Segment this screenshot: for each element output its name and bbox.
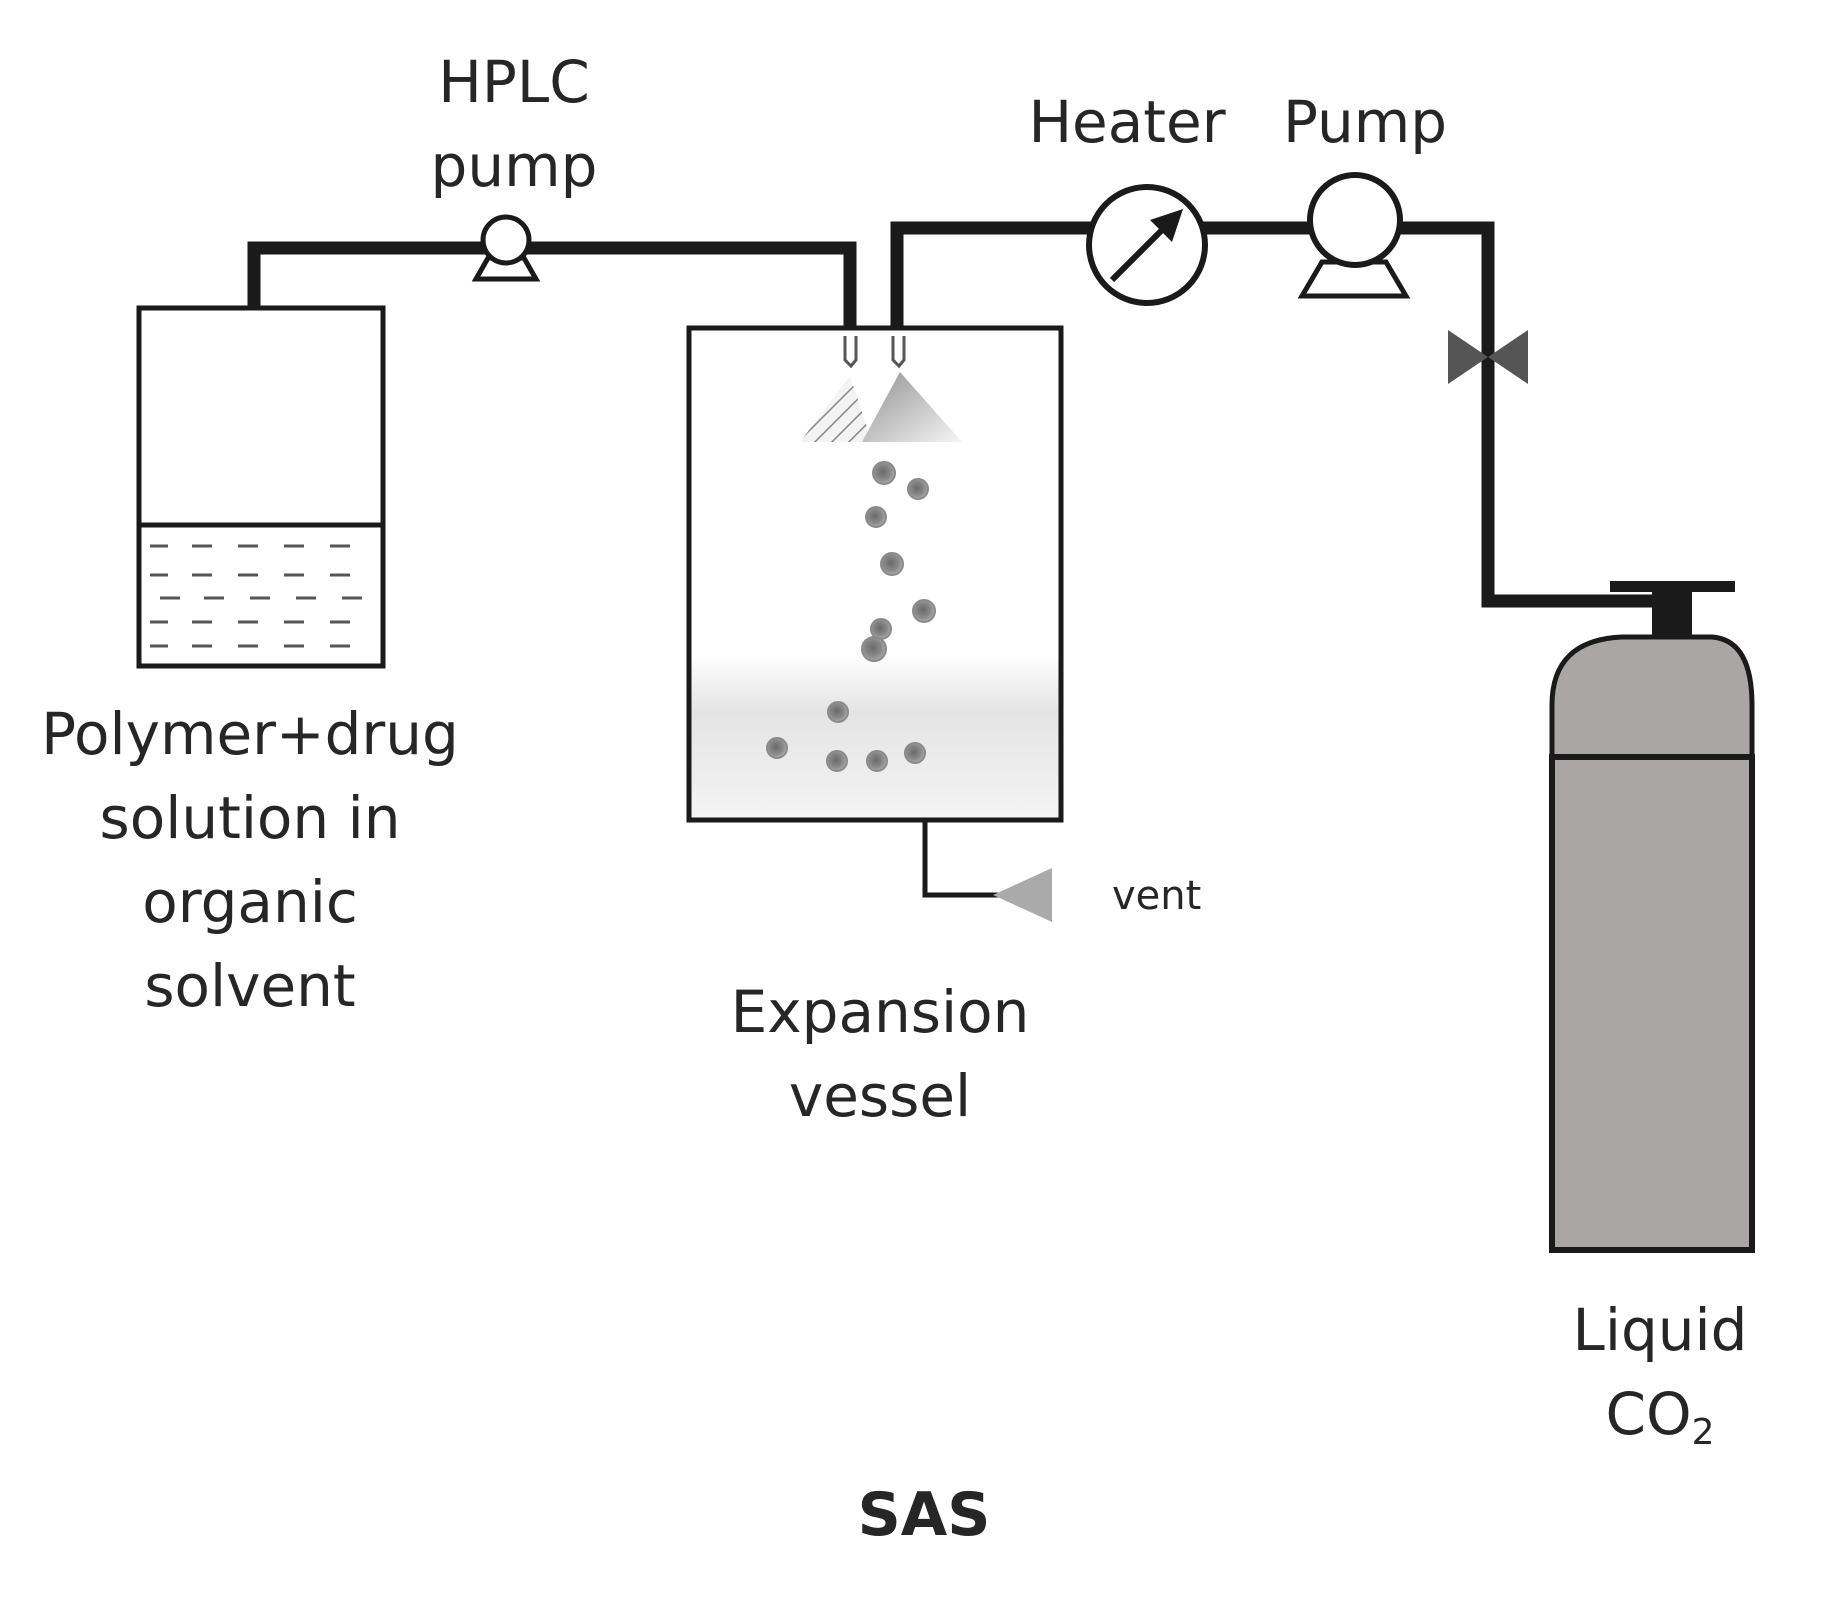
liquid-co2-label: Liquid CO2 [1540,1288,1780,1475]
nozzle-icon [843,336,906,369]
solution-label-line: Polymer+drug [41,700,459,768]
co2-line [890,221,1672,608]
vent-cone-icon [993,868,1052,922]
heater-label: Heater [1028,88,1226,156]
vent-line [922,822,1000,898]
precipitated-particles [766,461,936,772]
co2-pump-icon [1297,172,1411,299]
pump-label: Pump [1282,88,1448,156]
hplc-pump-label: HPLC pump [430,48,598,200]
solution-label-line: solution in [99,784,401,852]
expansion-vessel [686,325,1064,823]
liquid-level-dashes [150,544,362,648]
hplc-pump-icon [471,214,541,282]
liquid-co2-label-line: Liquid [1572,1296,1748,1364]
expansion-vessel-label-line: Expansion [730,978,1030,1046]
solution-line [247,241,857,336]
vent-label: vent [1112,873,1202,919]
gas-cylinder-icon [1549,581,1755,1253]
diagram-title: SAS [857,1480,991,1550]
solution-label-line: solvent [144,952,356,1020]
solution-reservoir [136,305,386,669]
expansion-vessel-label-line: vessel [788,1062,972,1130]
valve-icon [1448,330,1528,384]
solution-label-line: organic [142,868,358,936]
heater-gauge-icon [1086,184,1208,306]
co2-formula-base: CO [1605,1380,1692,1448]
expansion-vessel-label: Expansion vessel [700,970,1060,1138]
co2-formula: CO2 [1540,1372,1780,1475]
solution-spray [800,376,872,442]
co2-formula-subscript: 2 [1691,1412,1715,1454]
co2-spray [862,372,962,442]
solution-label: Polymer+drug solution in organic solvent [24,692,476,1028]
